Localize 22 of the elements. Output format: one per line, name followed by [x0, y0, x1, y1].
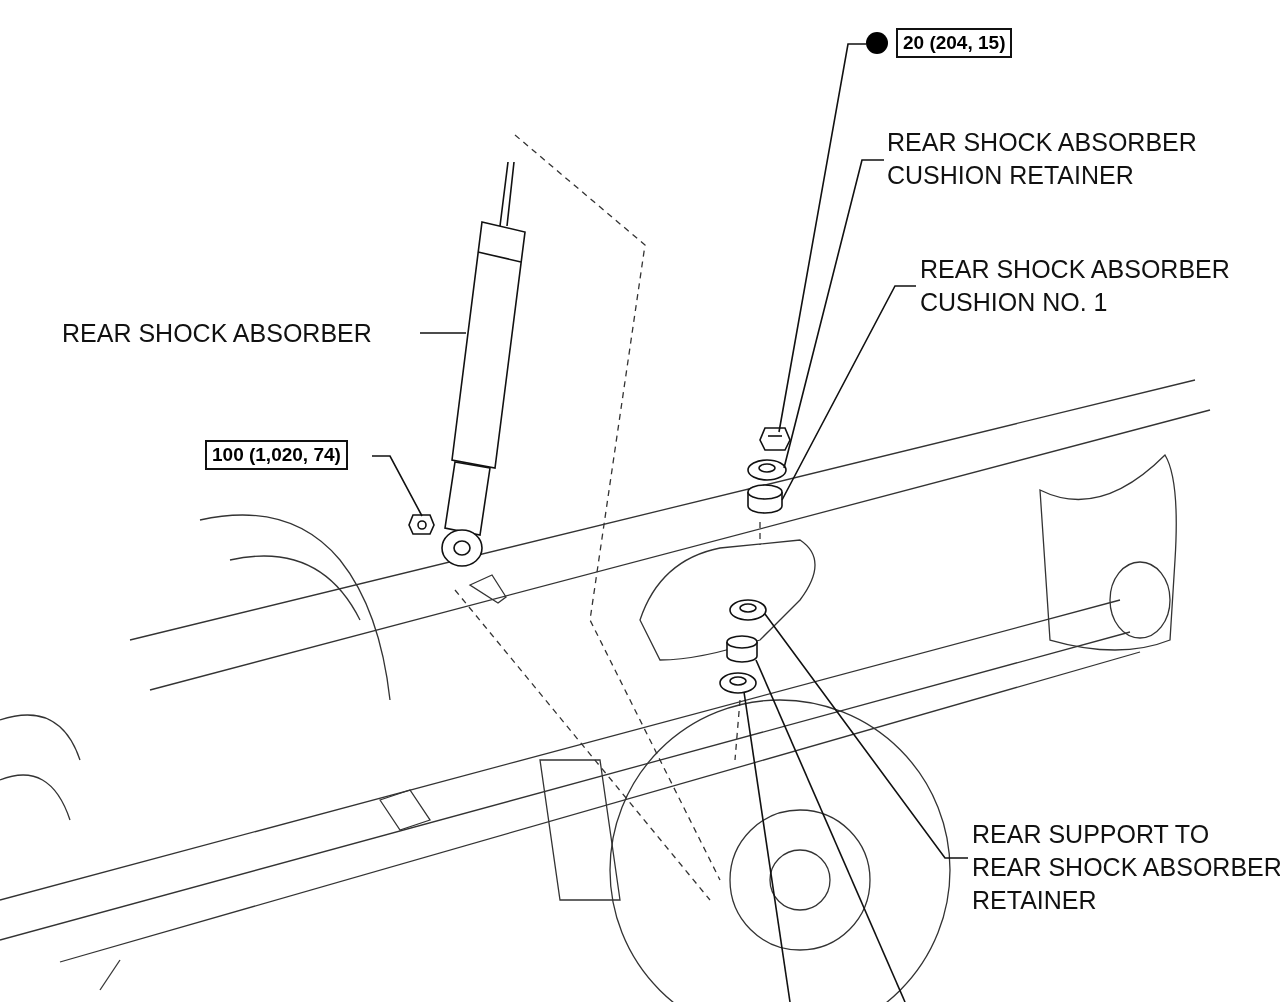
washer-drawing: [719, 672, 757, 694]
cushion-drawing: [747, 484, 783, 514]
leader-line: [778, 43, 867, 433]
leader-line: [783, 159, 885, 469]
torque-spec: 100 (1,020, 74): [205, 440, 348, 470]
shock-absorber-drawing: [441, 161, 526, 567]
leader-line: [743, 691, 791, 1002]
nut-drawing: [408, 514, 435, 535]
part-label: REAR SHOCK ABSORBER: [62, 317, 372, 350]
part-label: REAR SUPPORT TO REAR SHOCK ABSORBER RETAINER: [972, 818, 1280, 917]
nut-drawing: [759, 427, 791, 451]
leader-line: [764, 613, 969, 859]
leader-line: [371, 455, 423, 517]
leader-line: [781, 285, 917, 501]
part-label: REAR SHOCK ABSORBER CUSHION RETAINER: [887, 126, 1247, 192]
washer-drawing: [729, 599, 767, 621]
torque-spec: 20 (204, 15): [896, 28, 1013, 58]
cushion-drawing: [726, 635, 758, 663]
leader-line: [419, 332, 467, 334]
washer-drawing: [747, 459, 787, 481]
leader-line: [755, 659, 906, 1002]
part-label: REAR SHOCK ABSORBER CUSHION NO. 1: [920, 253, 1280, 319]
